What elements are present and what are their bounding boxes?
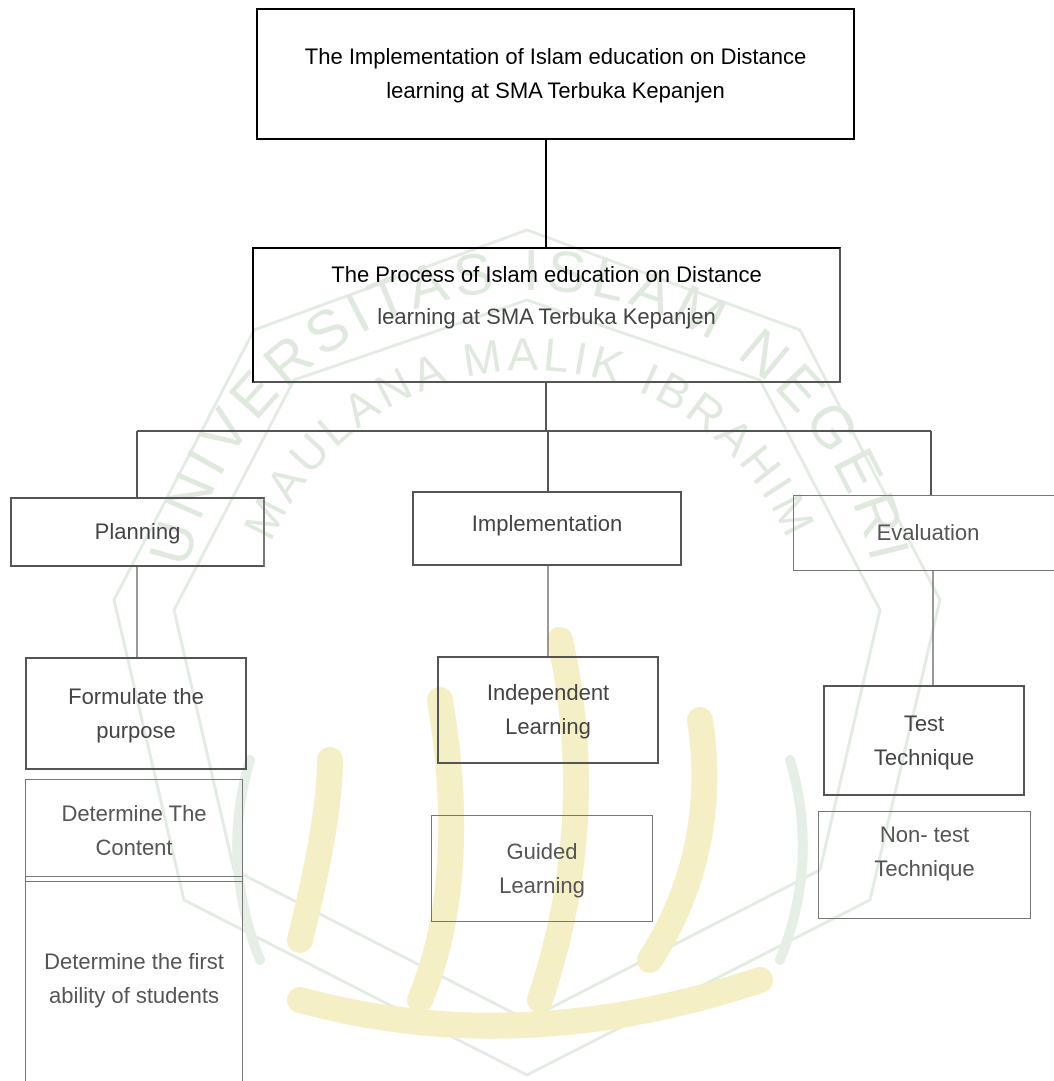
item-determine-ability-label: Determine the first ability of students [44,949,224,1008]
process-box: The Process of Islam education on Distan… [252,247,841,383]
item-independent-learning: Independent Learning [437,656,659,764]
process-label-line1: The Process of Islam education on Distan… [331,262,762,287]
item-formulate-purpose: Formulate the purpose [25,657,247,770]
stage-evaluation-label: Evaluation [876,520,980,545]
root-box: The Implementation of Islam education on… [256,8,855,140]
item-guided-learning: Guided Learning [431,815,653,922]
stage-planning-label: Planning [94,519,181,544]
item-determine-content: Determine The Content [25,779,243,882]
process-label-line2: learning at SMA Terbuka Kepanjen [377,304,716,329]
root-label: The Implementation of Islam education on… [304,44,807,103]
item-non-test-technique-label: Non- test Technique [874,822,975,881]
stage-evaluation: Evaluation [793,495,1054,571]
item-non-test-technique: Non- test Technique [818,811,1031,919]
item-independent-learning-label: Independent Learning [486,680,610,739]
item-determine-ability: Determine the first ability of students [25,876,243,1081]
item-test-technique-label: Test Technique [873,710,975,770]
item-guided-learning-label: Guided Learning [499,838,585,898]
stage-planning: Planning [10,497,265,567]
stage-implementation-label: Implementation [471,511,623,536]
item-formulate-purpose-label: Formulate the purpose [68,683,204,743]
stage-implementation: Implementation [412,491,682,566]
item-determine-content-label: Determine The Content [61,800,207,860]
item-test-technique: Test Technique [823,685,1025,796]
